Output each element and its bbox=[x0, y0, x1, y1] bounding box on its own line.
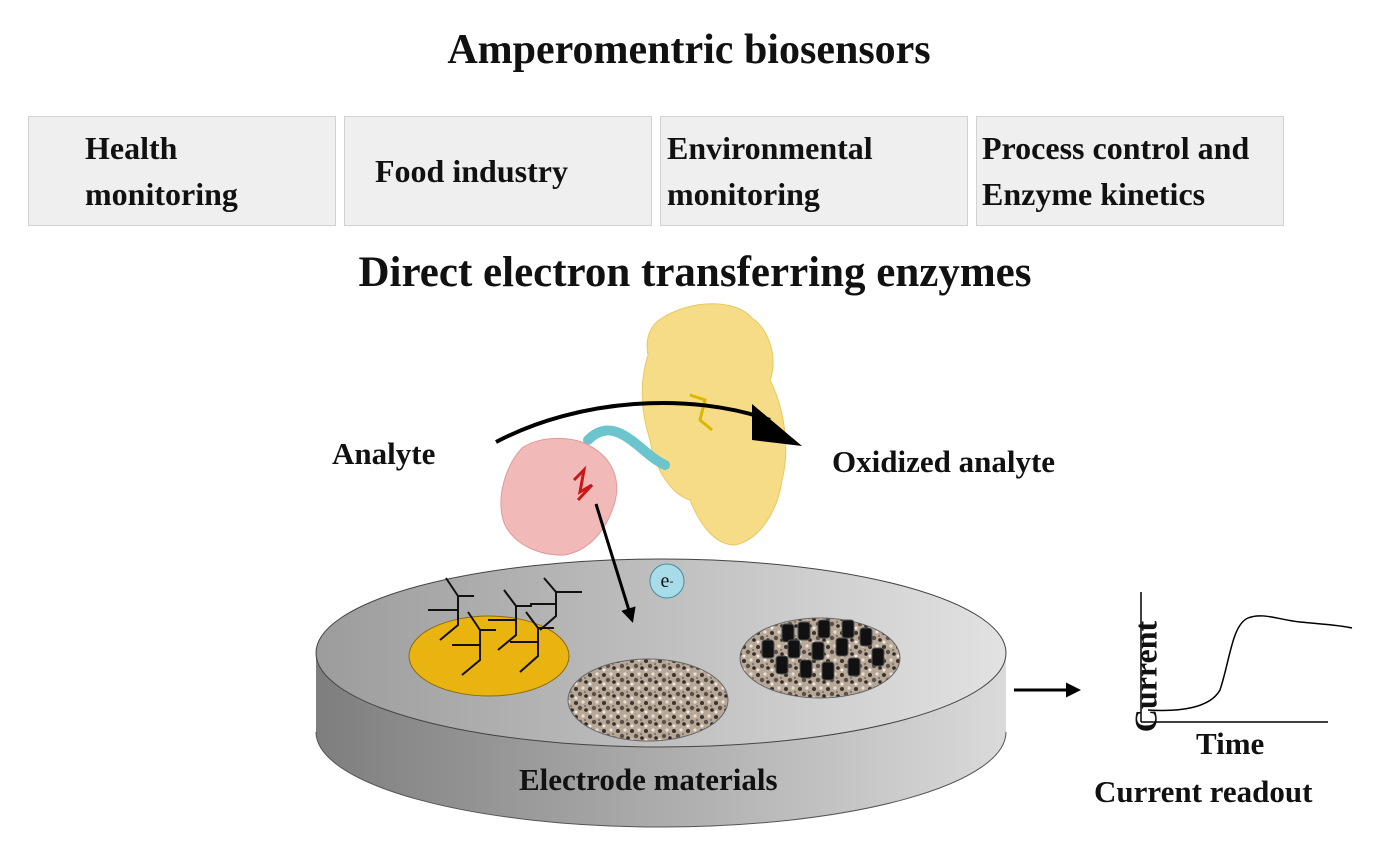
readout-y-axis-label: Current bbox=[1127, 620, 1164, 733]
electrode-materials-label: Electrode materials bbox=[519, 762, 778, 797]
readout-x-axis-label: Time bbox=[1196, 726, 1265, 761]
page-title: Amperomentric biosensors bbox=[447, 27, 931, 73]
current-trace bbox=[1147, 615, 1353, 712]
application-label: Environmental monitoring bbox=[667, 130, 873, 212]
application-label: Health monitoring bbox=[85, 130, 238, 212]
electron-label: e- bbox=[660, 569, 674, 592]
application-box-environment: Environmental monitoring bbox=[660, 116, 968, 226]
readout-title: Current readout bbox=[1094, 774, 1313, 809]
application-label: Food industry bbox=[375, 153, 568, 189]
application-label: Process control and Enzyme kinetics bbox=[982, 130, 1250, 212]
application-box-food: Food industry bbox=[344, 116, 652, 226]
reaction-arrowhead-icon bbox=[752, 404, 802, 446]
electron-transfer-arrow-icon bbox=[594, 503, 636, 623]
current-readout-plot bbox=[1140, 592, 1353, 723]
porous-carbon-icon bbox=[567, 658, 729, 742]
enzyme-surface-icon bbox=[500, 303, 787, 556]
reaction-arrow-icon bbox=[495, 400, 771, 444]
section-title: Direct electron transferring enzymes bbox=[358, 249, 1032, 296]
application-box-health: Health monitoring bbox=[28, 116, 336, 226]
application-box-process: Process control and Enzyme kinetics bbox=[976, 116, 1284, 226]
nanotube-array-icon bbox=[739, 617, 901, 699]
oxidized-analyte-label: Oxidized analyte bbox=[832, 444, 1056, 479]
electron-badge-icon bbox=[649, 563, 685, 599]
analyte-label: Analyte bbox=[332, 436, 436, 471]
gold-electrode-icon bbox=[408, 577, 582, 697]
